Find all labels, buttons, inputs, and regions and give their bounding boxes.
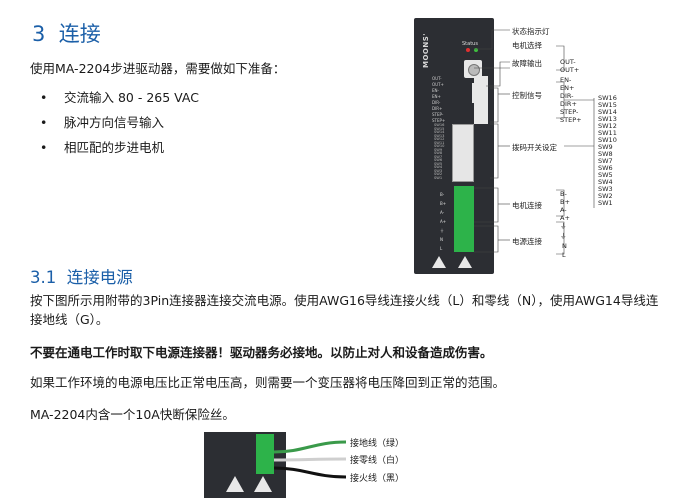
rotary-switch-icon [464, 60, 482, 78]
switch-label: SW13 [598, 115, 617, 123]
switch-label: SW5 [598, 171, 613, 179]
control-pin-label: DIR- [560, 92, 574, 100]
section-number: 3 [32, 22, 46, 46]
section-title: 3 连接 [32, 18, 101, 48]
control-pin-label: STEP- [560, 108, 579, 116]
bullet-icon: • [40, 115, 48, 130]
wiring-diagram: 接地线（绿） 接零线（白） 接火线（黑） [204, 432, 414, 498]
status-led-icon [466, 48, 470, 52]
wires [273, 440, 347, 479]
control-pin-labels: OUT-OUT+EN-EN+DIR-DIR+STEP-STEP+ [432, 76, 446, 123]
warning-icon [432, 256, 446, 268]
switch-label: SW16 [598, 94, 617, 102]
switch-label: SW1 [598, 199, 613, 207]
bullet-icon: • [40, 90, 48, 105]
switch-label: SW9 [598, 143, 613, 151]
control-signal-callout: 控制信号 [512, 91, 542, 100]
terminal-block [256, 434, 274, 474]
switch-label: SW12 [598, 122, 617, 130]
switch-label: SW6 [598, 164, 613, 172]
leader-lines [474, 29, 595, 255]
neutral-wire-label: 接零线（白） [350, 456, 405, 466]
switch-label: SW15 [598, 101, 617, 109]
power-pin-label: L [562, 251, 566, 259]
status-label: Status [462, 41, 478, 47]
subsection-title: 3.1 连接电源 [30, 264, 133, 288]
control-pin-label: DIR+ [560, 100, 577, 108]
live-wire-label: 接火线（黑） [350, 474, 405, 484]
ground-icon: ⏚ [560, 222, 567, 230]
power-pin-ground-icon: ⏚ [560, 232, 567, 240]
motor-pin-label: B+ [560, 198, 570, 206]
switch-label: SW3 [598, 185, 613, 193]
control-pin-label: EN- [560, 76, 572, 84]
power-instructions: 按下图所示用附带的3Pin连接器连接交流电源。使用AWG16导线连接火线（L）和… [30, 293, 659, 327]
switch-label: SW8 [598, 150, 613, 158]
ground-wire-label: 接地线（绿） [350, 439, 405, 449]
motor-pin-label: A+ [560, 214, 570, 222]
list-item: •脉冲方向信号输入 [40, 115, 165, 130]
transformer-note: 如果工作环境的电源电压比正常电压高，则需要一个变压器将电压降回到正常的范围。 [30, 375, 506, 390]
switch-label: SW14 [598, 108, 617, 116]
switch-label: SW2 [598, 192, 613, 200]
switch-label: SW10 [598, 136, 617, 144]
motor-pin-label: B- [560, 190, 567, 198]
motor-pin-label: A- [560, 206, 567, 214]
control-pin-label: STEP+ [560, 116, 582, 124]
power-connection-callout: 电源连接 [512, 237, 542, 246]
switch-label: SW11 [598, 129, 617, 137]
fault-pin-label: OUT+ [560, 66, 580, 74]
requirements-list: •交流输入 80 - 265 VAC •脉冲方向信号输入 •相匹配的步进电机 [40, 90, 199, 165]
warning-text: 不要在通电工作时取下电源连接器！驱动器务必接地。以防止对人和设备造成伤害。 [30, 345, 493, 360]
fuse-note: MA-2204内含一个10A快断保险丝。 [30, 407, 235, 422]
dip-switch-bank [452, 124, 474, 182]
power-pin-label: N [562, 242, 567, 250]
section-title-text: 连接 [58, 22, 101, 46]
subsection-title-text: 连接电源 [66, 268, 133, 287]
driver-diagram: MOONS' Status OUT-OUT+EN-EN+DIR-DIR+STEP… [414, 18, 696, 274]
list-item: •相匹配的步进电机 [40, 140, 165, 155]
warning-icon [458, 256, 472, 268]
list-item: •交流输入 80 - 265 VAC [40, 90, 199, 105]
fault-output-callout: 故障输出 [512, 59, 542, 68]
bullet-icon: • [40, 140, 48, 155]
subsection-number: 3.1 [30, 268, 57, 287]
fault-pin-label: OUT- [560, 58, 576, 66]
control-signal-connector [454, 76, 490, 124]
intro-text: 使用MA-2204步进驱动器，需要做如下准备： [30, 61, 286, 76]
warning-icon [254, 476, 272, 492]
control-pin-label: EN+ [560, 84, 575, 92]
warning-icon [226, 476, 244, 492]
dip-switch-callout: 拨码开关设定 [512, 143, 557, 152]
switch-label: SW4 [598, 178, 613, 186]
terminal-block [454, 186, 474, 252]
motor-connection-callout: 电机连接 [512, 201, 542, 210]
status-led-icon [474, 48, 478, 52]
motor-select-callout: 电机选择 [512, 41, 542, 50]
status-light-callout: 状态指示灯 [512, 27, 550, 36]
switch-label: SW7 [598, 157, 613, 165]
